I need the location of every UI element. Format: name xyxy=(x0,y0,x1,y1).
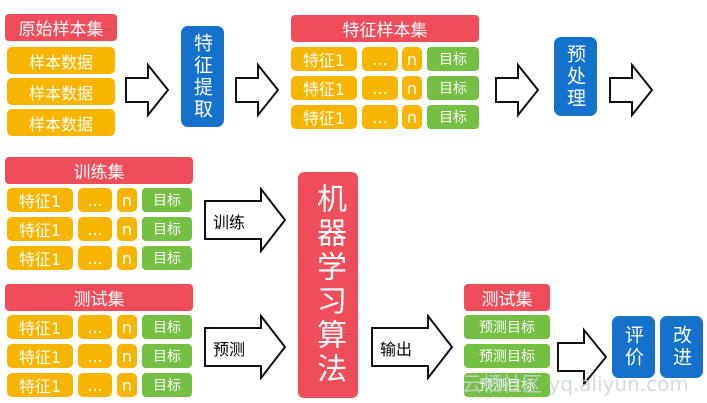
feature-row-1-target: 目标 xyxy=(427,47,479,71)
test-row-2-n: n xyxy=(117,344,137,368)
feature-row-3-ellipsis: ... xyxy=(362,105,398,129)
train-row-3-feature: 特征1 xyxy=(7,246,73,270)
feature-row-1-n: n xyxy=(402,47,422,71)
predict-arrow: 预测 xyxy=(203,314,287,380)
preprocess-label: 预处理 xyxy=(564,43,586,110)
ml-algorithm-label: 机器学习算法 xyxy=(311,183,346,387)
train-arrow-label: 训练 xyxy=(213,213,246,232)
test-row-1-n: n xyxy=(117,315,137,339)
feature-row-1-ellipsis: ... xyxy=(362,47,398,71)
feature-row-1-feature: 特征1 xyxy=(291,47,357,71)
feature-row-2-target: 目标 xyxy=(427,76,479,100)
test-row-1-target: 目标 xyxy=(142,315,192,339)
feature-row-3-n: n xyxy=(402,105,422,129)
feature-row-3-target: 目标 xyxy=(427,105,479,129)
raw-sample-row-1: 样本数据 xyxy=(7,47,115,74)
test-row-1-ellipsis: ... xyxy=(78,315,112,339)
feature-row-2-ellipsis: ... xyxy=(362,76,398,100)
predicted-test-set-header: 测试集 xyxy=(464,284,550,311)
watermark: 云栖社区 yq.aliyun.com xyxy=(462,372,689,396)
feature-sample-set-header: 特征样本集 xyxy=(291,15,479,42)
train-row-1-target: 目标 xyxy=(142,188,192,212)
test-row-2-feature: 特征1 xyxy=(7,344,73,368)
train-set-header: 训练集 xyxy=(5,157,193,184)
improve-step: 改进 xyxy=(660,316,703,378)
train-row-3-ellipsis: ... xyxy=(78,246,112,270)
ml-algorithm-box: 机器学习算法 xyxy=(298,172,358,398)
train-row-1-n: n xyxy=(117,188,137,212)
raw-sample-row-3: 样本数据 xyxy=(7,109,115,136)
test-row-3-ellipsis: ... xyxy=(78,373,112,397)
test-row-3-feature: 特征1 xyxy=(7,373,73,397)
feature-extraction-label: 特征提取 xyxy=(191,32,213,121)
feature-row-2-n: n xyxy=(402,76,422,100)
arrow-to-feature-set xyxy=(234,62,280,118)
raw-sample-row-2: 样本数据 xyxy=(7,78,115,105)
arrow-to-evaluate xyxy=(556,327,608,387)
train-row-2-feature: 特征1 xyxy=(7,217,73,241)
evaluate-step: 评价 xyxy=(612,316,655,378)
train-row-1-ellipsis: ... xyxy=(78,188,112,212)
arrow-to-extract xyxy=(124,62,170,118)
arrow-after-preprocess xyxy=(608,62,654,118)
train-row-2-ellipsis: ... xyxy=(78,217,112,241)
predicted-target-row-2: 预测目标 xyxy=(464,344,550,368)
evaluate-label: 评价 xyxy=(622,325,644,369)
test-set-header: 测试集 xyxy=(5,284,193,311)
arrow-to-preprocess xyxy=(494,62,540,118)
improve-label: 改进 xyxy=(670,325,692,369)
train-row-2-n: n xyxy=(117,217,137,241)
predict-arrow-label: 预测 xyxy=(213,340,246,359)
train-arrow: 训练 xyxy=(203,187,287,253)
train-row-1-feature: 特征1 xyxy=(7,188,73,212)
feature-row-2-feature: 特征1 xyxy=(291,76,357,100)
output-arrow-label: 输出 xyxy=(380,340,413,359)
test-row-3-n: n xyxy=(117,373,137,397)
test-row-3-target: 目标 xyxy=(142,373,192,397)
output-arrow: 输出 xyxy=(370,314,454,380)
predicted-target-row-1: 预测目标 xyxy=(464,315,550,339)
test-row-2-target: 目标 xyxy=(142,344,192,368)
test-row-2-ellipsis: ... xyxy=(78,344,112,368)
train-row-3-target: 目标 xyxy=(142,246,192,270)
predicted-target-row-3: 预测目标 xyxy=(464,373,550,397)
raw-sample-set-header: 原始样本集 xyxy=(5,14,117,41)
train-row-3-n: n xyxy=(117,246,137,270)
test-row-1-feature: 特征1 xyxy=(7,315,73,339)
preprocess-step: 预处理 xyxy=(554,37,597,116)
feature-row-3-feature: 特征1 xyxy=(291,105,357,129)
train-row-2-target: 目标 xyxy=(142,217,192,241)
feature-extraction-step: 特征提取 xyxy=(181,26,224,127)
